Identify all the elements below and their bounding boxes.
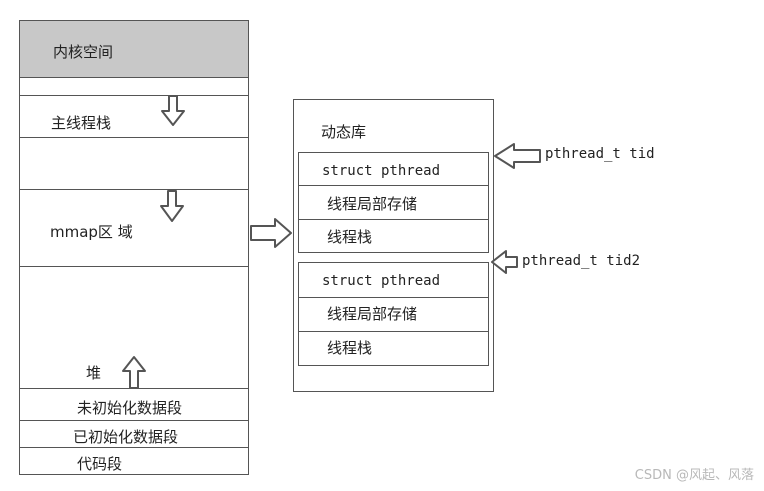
kernel-space-region <box>19 20 249 78</box>
watermark: CSDN @风起、风落 <box>634 468 754 483</box>
struct-pthread-label-2: struct pthread <box>322 273 441 289</box>
divider <box>298 297 489 298</box>
main-thread-stack-label: 主线程栈 <box>51 114 112 132</box>
divider <box>19 447 249 448</box>
bss-segment-label: 未初始化数据段 <box>77 399 183 417</box>
kernel-space-label: 内核空间 <box>53 43 114 61</box>
divider <box>19 95 249 96</box>
struct-pthread-label-1: struct pthread <box>322 163 441 179</box>
thread-stack-label-2: 线程栈 <box>327 339 373 357</box>
mmap-to-library-arrow <box>250 218 292 248</box>
stack-growth-down-arrow <box>161 95 185 126</box>
pthread-tid2-label: pthread_t tid2 <box>522 253 641 269</box>
tid-pointer-arrow <box>494 143 541 169</box>
dynamic-library-title: 动态库 <box>321 123 367 141</box>
thread-stack-label-1: 线程栈 <box>327 228 373 246</box>
thread-block-2 <box>298 262 489 366</box>
divider <box>19 420 249 421</box>
thread-block-1 <box>298 152 489 253</box>
tls-label-2: 线程局部存储 <box>327 305 418 323</box>
heap-growth-up-arrow <box>122 356 146 389</box>
mmap-region-label: mmap区 域 <box>50 223 133 241</box>
divider <box>298 331 489 332</box>
divider <box>19 266 249 267</box>
divider <box>298 219 489 220</box>
data-segment-label: 已初始化数据段 <box>73 428 179 446</box>
tls-label-1: 线程局部存储 <box>327 195 418 213</box>
pthread-tid-label: pthread_t tid <box>545 146 655 162</box>
mmap-growth-down-arrow <box>160 190 184 222</box>
divider <box>19 137 249 138</box>
divider <box>298 185 489 186</box>
divider <box>19 189 249 190</box>
heap-label: 堆 <box>86 364 102 382</box>
tid2-pointer-arrow <box>491 250 518 274</box>
text-segment-label: 代码段 <box>77 455 123 473</box>
